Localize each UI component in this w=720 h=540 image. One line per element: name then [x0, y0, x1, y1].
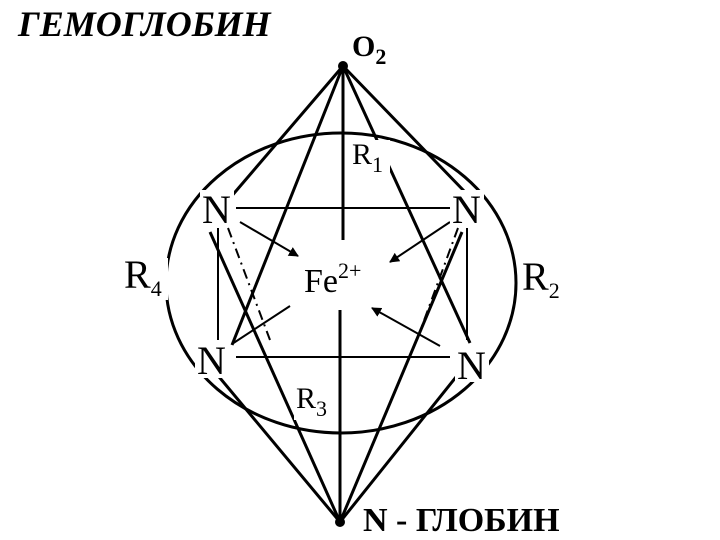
- oxygen-label: O2: [352, 30, 386, 69]
- nitrogen-bottom-left: N: [197, 338, 226, 383]
- globin-to-right-n: [338, 231, 464, 523]
- iron-ion-label: Fe2+: [304, 258, 361, 300]
- o2-binding-point: [338, 61, 348, 71]
- o2-to-left-n: [228, 65, 345, 199]
- nitrogen-top-left: N: [202, 187, 231, 232]
- r3-label: R3: [296, 382, 327, 421]
- globin-binding-point: [335, 517, 345, 527]
- arrow-top-right-n-to-fe: [389, 221, 451, 263]
- arrow-top-left-n-to-fe: [239, 221, 299, 257]
- o2-to-bottom-right-n: [341, 65, 472, 344]
- r1-label: R1: [352, 138, 383, 177]
- nitrogen-top-right: N: [452, 187, 481, 232]
- r4-label: R4: [124, 252, 162, 301]
- o2-to-right-n: [341, 64, 468, 195]
- globin-to-bottom-left-n: [213, 371, 342, 523]
- globin-to-left-n: [208, 231, 342, 523]
- globin-to-bottom-right-n: [338, 371, 462, 523]
- dashed-bond-left: [227, 227, 271, 341]
- r2-label: R2: [522, 254, 560, 303]
- o2-to-bottom-left-n: [230, 65, 345, 346]
- nitrogen-bottom-right: N: [457, 343, 486, 388]
- bond-bottom-left-n-to-fe: [231, 305, 291, 345]
- arrow-bottom-right-n-to-fe: [371, 307, 441, 347]
- title: ГЕМОГЛОБИН: [17, 4, 272, 44]
- globin-label: N - ГЛОБИН: [363, 502, 560, 539]
